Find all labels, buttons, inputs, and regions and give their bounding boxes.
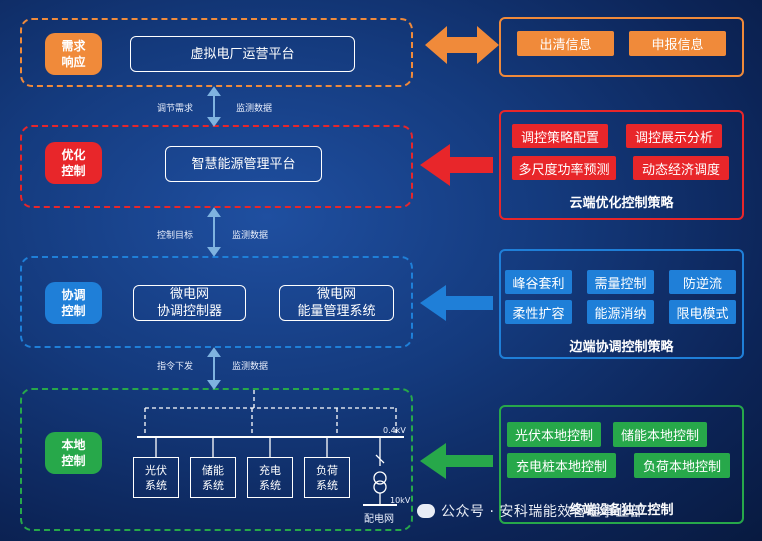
link2-right-label: 监测数据	[232, 231, 269, 241]
cloud-arrow	[420, 144, 493, 186]
coordination-tag: 协调 控制	[45, 282, 102, 324]
cloud-strategy-title: 云端优化控制策略	[569, 196, 674, 211]
pv-system-box: 光伏 系统	[133, 457, 179, 498]
watermark: 公众号 · 安科瑞能效管理事业部	[417, 501, 644, 521]
link2-left-label: 控制目标	[157, 231, 194, 241]
link3-left-label: 指令下发	[157, 362, 194, 372]
energy-consumption-chip: 能源消纳	[587, 300, 654, 324]
edge-arrow	[420, 285, 493, 321]
peak-valley-chip: 峰谷套利	[505, 270, 572, 294]
watermark-text: 公众号 · 安科瑞能效管理事业部	[441, 504, 645, 520]
local-control-tag: 本地 控制	[45, 432, 102, 474]
clearing-info-chip: 出清信息	[517, 31, 614, 56]
anti-reverse-chip: 防逆流	[669, 270, 736, 294]
voltage-high-label: 10kV	[390, 496, 411, 505]
pv-local-chip: 光伏本地控制	[507, 422, 601, 447]
distribution-grid-label: 配电网	[364, 514, 394, 525]
edge-strategy-panel: 边端协调控制策略	[499, 249, 744, 359]
display-analysis-chip: 调控展示分析	[626, 124, 722, 148]
flexible-expansion-chip: 柔性扩容	[505, 300, 572, 324]
storage-system-box: 储能 系统	[190, 457, 236, 498]
coordination-layer	[20, 256, 413, 348]
link1-left-label: 调节需求	[157, 104, 194, 114]
microgrid-controller-box: 微电网 协调控制器	[133, 285, 246, 321]
power-limit-chip: 限电模式	[669, 300, 736, 324]
cloud-strategy-panel: 云端优化控制策略	[499, 110, 744, 220]
demand-response-tag: 需求 响应	[45, 33, 102, 75]
storage-local-chip: 储能本地控制	[613, 422, 707, 447]
terminal-control-title: 终端设备独立控制	[569, 503, 674, 518]
declaration-info-chip: 申报信息	[629, 31, 726, 56]
voltage-low-label: 0.4kV	[383, 426, 406, 435]
link3-right-label: 监测数据	[232, 362, 269, 372]
microgrid-ems-box: 微电网 能量管理系统	[279, 285, 394, 321]
charger-local-chip: 充电桩本地控制	[507, 453, 616, 478]
charging-system-box: 充电 系统	[247, 457, 293, 498]
wechat-icon	[417, 504, 435, 518]
load-local-chip: 负荷本地控制	[634, 453, 730, 478]
edge-strategy-title: 边端协调控制策略	[569, 340, 674, 355]
power-forecast-chip: 多尺度功率预测	[512, 156, 616, 180]
optimization-tag: 优化 控制	[45, 142, 102, 184]
market-info-panel	[499, 17, 744, 77]
strategy-config-chip: 调控策略配置	[512, 124, 608, 148]
terminal-arrow	[420, 443, 493, 479]
energy-platform-box: 智慧能源管理平台	[165, 146, 322, 182]
load-system-box: 负荷 系统	[304, 457, 350, 498]
economic-dispatch-chip: 动态经济调度	[633, 156, 729, 180]
terminal-control-panel: 终端设备独立控制	[499, 405, 744, 524]
vpp-platform-box: 虚拟电厂运营平台	[130, 36, 355, 72]
demand-response-layer	[20, 18, 413, 87]
market-double-arrow	[425, 26, 499, 64]
demand-control-chip: 需量控制	[587, 270, 654, 294]
link1-right-label: 监测数据	[236, 104, 273, 114]
